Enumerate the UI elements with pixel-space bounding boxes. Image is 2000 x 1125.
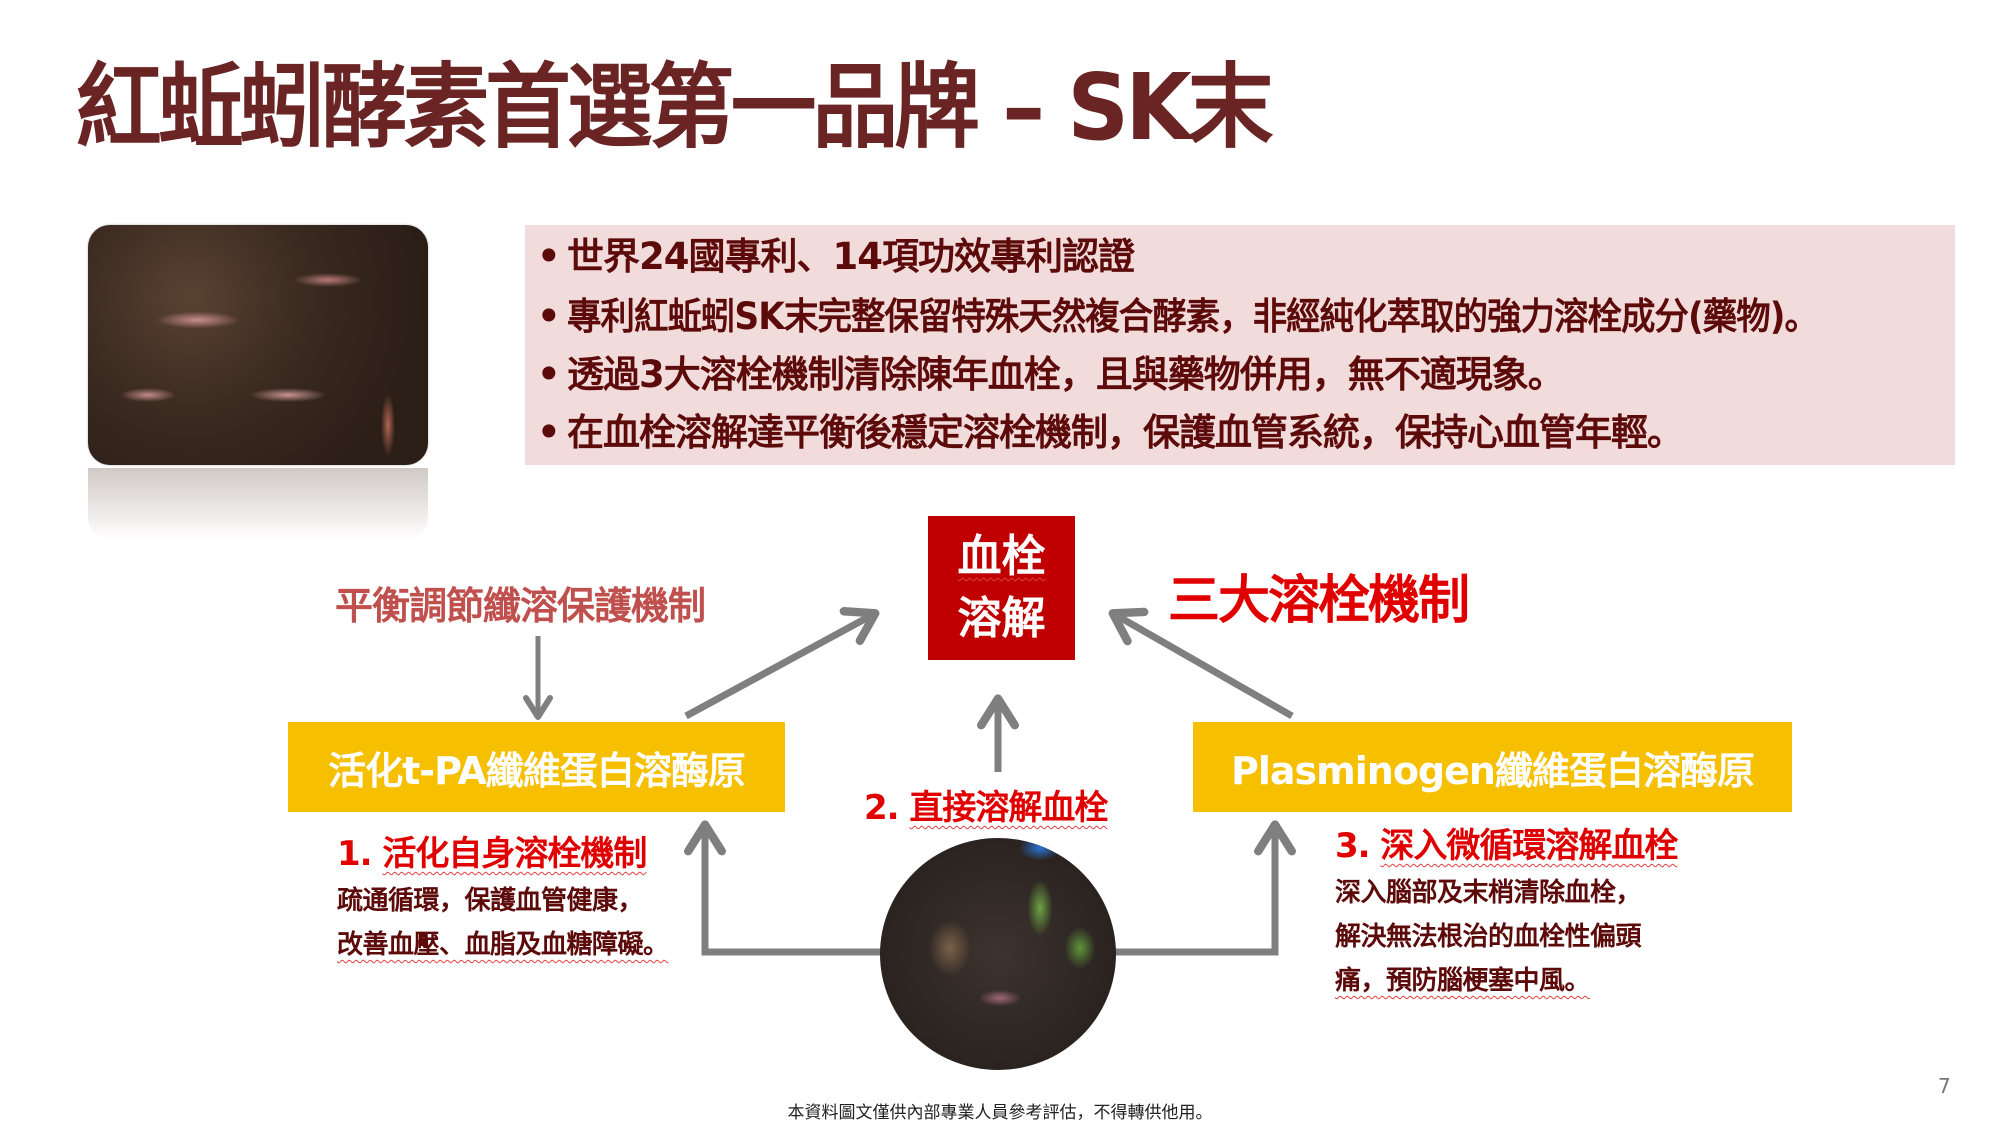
- tpa-box: 活化t-PA纖維蛋白溶酶原: [288, 722, 785, 812]
- arrow-left-box-to-center: [684, 607, 880, 720]
- mechanism-3: 3. 深入微循環溶解血栓 深入腦部及末梢清除血栓， 解決無法根治的血栓性偏頭 痛…: [1335, 818, 1678, 1003]
- mechanism-1-title: 1. 活化自身溶栓機制: [337, 834, 647, 874]
- highlight-item: •透過3大溶栓機制清除陳年血栓，且與藥物併用，無不適現象。: [537, 353, 1565, 396]
- mechanism-3-desc-line: 痛，預防腦梗塞中風。: [1335, 966, 1591, 996]
- plasminogen-box: Plasminogen纖維蛋白溶酶原: [1193, 722, 1792, 812]
- mechanism-1: 1. 活化自身溶栓機制 疏通循環，保護血管健康， 改善血壓、血脂及血糖障礙。: [337, 826, 669, 967]
- mechanism-3-desc-line: 解決無法根治的血栓性偏頭: [1335, 922, 1642, 952]
- page-number: 7: [1938, 1074, 1951, 1098]
- highlight-item: •專利紅蚯蚓SK末完整保留特殊天然複合酵素，非經純化萃取的強力溶栓成分(藥物)。: [537, 295, 1819, 338]
- bullet-icon: •: [537, 353, 561, 396]
- balance-mechanism-label: 平衡調節纖溶保護機制: [335, 584, 706, 628]
- mechanism-2: 2. 直接溶解血栓: [864, 780, 1108, 829]
- bullet-icon: •: [537, 295, 561, 338]
- slide-title: 紅蚯蚓酵素首選第一品牌 – SK末: [76, 54, 1273, 161]
- highlight-item: •在血栓溶解達平衡後穩定溶栓機制，保護血管系統，保持心血管年輕。: [537, 411, 1684, 454]
- earthworm-photo: [88, 225, 428, 465]
- bullet-icon: •: [537, 411, 561, 454]
- highlight-item: •世界24國專利、14項功效專利認證: [537, 235, 1135, 278]
- highlights-box: •世界24國專利、14項功效專利認證 •專利紅蚯蚓SK末完整保留特殊天然複合酵素…: [525, 225, 1955, 465]
- confidentiality-note: 本資料圖文僅供內部專業人員參考評估，不得轉供他用。: [787, 1103, 1213, 1123]
- mechanism-1-desc-line: 疏通循環，保護血管健康，: [337, 886, 644, 916]
- mechanism-3-desc-line: 深入腦部及末梢清除血栓，: [1335, 878, 1642, 908]
- three-mechanisms-heading: 三大溶栓機制: [1168, 571, 1470, 631]
- thrombus-dissolution-box: 血栓 溶解: [928, 516, 1075, 660]
- earthworm-seedling-photo: [880, 838, 1116, 1070]
- mechanism-2-title: 2. 直接溶解血栓: [864, 788, 1108, 828]
- mechanism-1-desc-line: 改善血壓、血脂及血糖障礙。: [337, 930, 669, 960]
- earthworm-photo-reflection: [88, 468, 428, 540]
- arrow-photo-to-left-box: [684, 820, 882, 956]
- mechanism-3-title: 3. 深入微循環溶解血栓: [1335, 826, 1678, 866]
- arrow-photo-to-right-box: [1114, 820, 1296, 956]
- bullet-icon: •: [537, 235, 561, 278]
